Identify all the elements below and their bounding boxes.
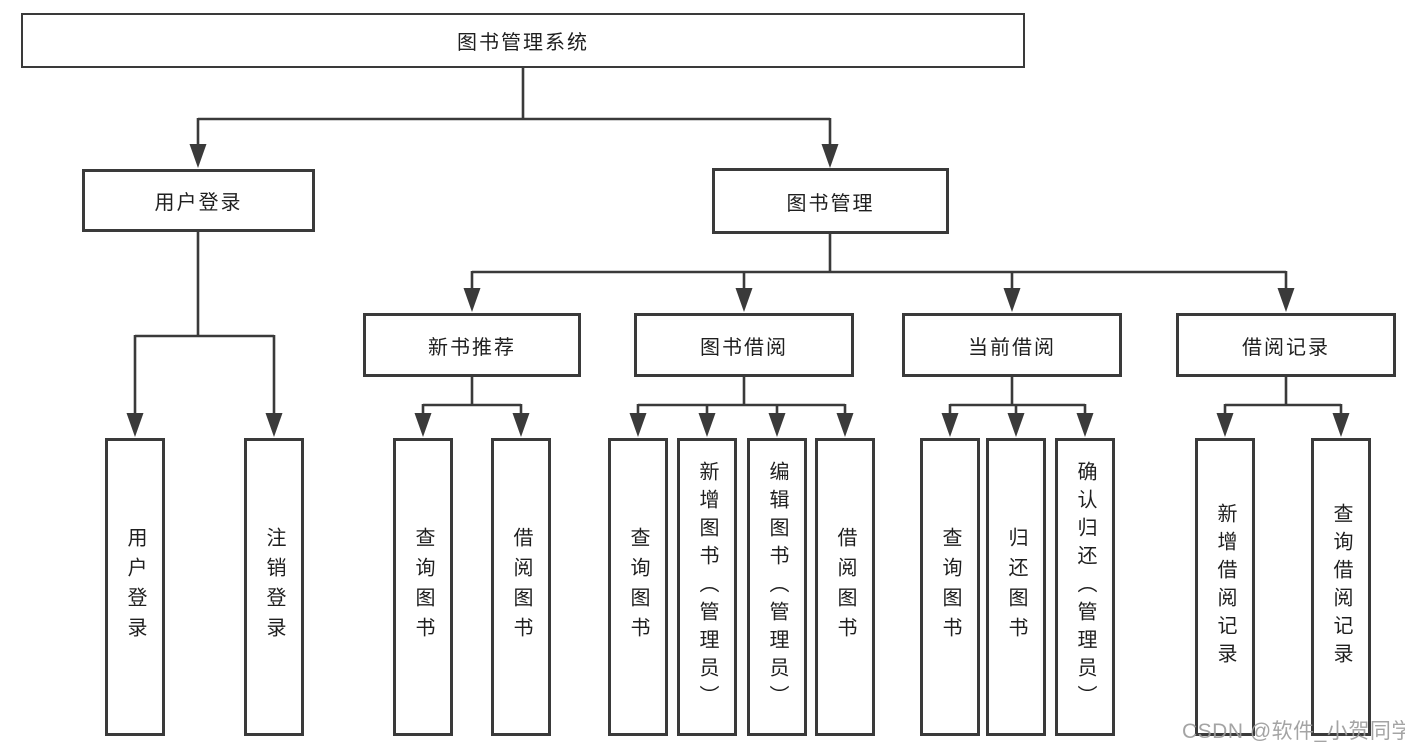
node-book-borrowing: 图书借阅 — [634, 313, 854, 377]
arrowhead — [463, 288, 481, 312]
arrowhead — [189, 144, 207, 168]
arrowhead — [1216, 413, 1234, 437]
arrowhead — [1277, 288, 1295, 312]
leaf-borrow-books: 借阅图书 — [815, 438, 875, 736]
node-book-management: 图书管理 — [712, 168, 949, 234]
arrowhead — [698, 413, 716, 437]
leaf-logout: 注销登录 — [244, 438, 304, 736]
arrowhead — [1007, 413, 1025, 437]
leaf-confirm-return-admin: 确认归还（管理员） — [1055, 438, 1115, 736]
node-user-login: 用户登录 — [82, 169, 315, 232]
node-current-borrowing: 当前借阅 — [902, 313, 1122, 377]
node-library-system: 图书管理系统 — [21, 13, 1025, 68]
node-new-book-recommend: 新书推荐 — [363, 313, 581, 377]
leaf-query-books-current: 查询图书 — [920, 438, 980, 736]
leaf-user-login: 用户登录 — [105, 438, 165, 736]
leaf-return-books: 归还图书 — [986, 438, 1046, 736]
arrowhead — [629, 413, 647, 437]
arrowhead — [512, 413, 530, 437]
leaf-query-books-recommend: 查询图书 — [393, 438, 453, 736]
arrowhead — [1332, 413, 1350, 437]
arrowhead — [821, 144, 839, 168]
leaf-query-borrow-record: 查询借阅记录 — [1311, 438, 1371, 736]
arrowhead — [941, 413, 959, 437]
arrowhead — [768, 413, 786, 437]
node-borrowing-records: 借阅记录 — [1176, 313, 1396, 377]
arrowhead — [414, 413, 432, 437]
arrowhead — [126, 413, 144, 437]
arrowhead — [1003, 288, 1021, 312]
leaf-add-books-admin: 新增图书（管理员） — [677, 438, 737, 736]
leaf-borrow-books-recommend: 借阅图书 — [491, 438, 551, 736]
arrowhead — [265, 413, 283, 437]
arrowhead — [735, 288, 753, 312]
arrowhead — [1076, 413, 1094, 437]
arrowhead — [836, 413, 854, 437]
leaf-add-borrow-record: 新增借阅记录 — [1195, 438, 1255, 736]
leaf-query-books-borrowing: 查询图书 — [608, 438, 668, 736]
leaf-edit-books-admin: 编辑图书（管理员） — [747, 438, 807, 736]
csdn-watermark: CSDN @软件_小贺同学 — [1182, 720, 1405, 743]
